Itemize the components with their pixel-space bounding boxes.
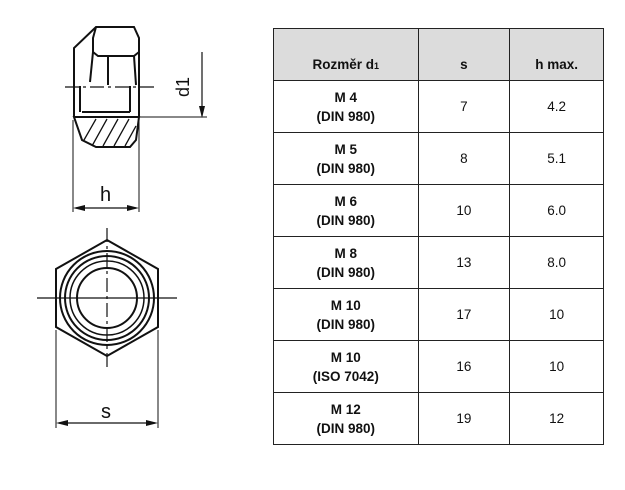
header-h-max: h max. [509, 28, 604, 81]
cell-s: 16 [417, 340, 511, 393]
size-label: M 8 [334, 245, 358, 261]
cell-size: M 10 (DIN 980) [273, 288, 419, 341]
cell-size: M 5 (DIN 980) [273, 132, 419, 185]
cell-h-max: 10 [509, 340, 604, 393]
cell-h-max: 4.2 [509, 80, 604, 133]
cell-s: 13 [417, 236, 511, 289]
h-dimension: h [72, 120, 140, 212]
table-row: M 12 (DIN 980) 19 12 [273, 392, 604, 445]
standard-label: (ISO 7042) [312, 368, 379, 384]
table-row: M 10 (DIN 980) 17 10 [273, 288, 604, 341]
table-row: M 6 (DIN 980) 10 6.0 [273, 184, 604, 237]
cell-h-max: 5.1 [509, 132, 604, 185]
header-size-subscript: 1 [374, 61, 380, 71]
cell-s: 17 [417, 288, 511, 341]
cell-s: 10 [417, 184, 511, 237]
size-label: M 10 [330, 297, 361, 313]
cell-size: M 12 (DIN 980) [273, 392, 419, 445]
standard-label: (DIN 980) [316, 316, 376, 332]
top-view [37, 228, 177, 368]
cell-size: M 8 (DIN 980) [273, 236, 419, 289]
table-row: M 5 (DIN 980) 8 5.1 [273, 132, 604, 185]
cell-size: M 4 (DIN 980) [273, 80, 419, 133]
standard-label: (DIN 980) [316, 108, 376, 124]
standard-label: (DIN 980) [316, 212, 376, 228]
d1-dimension: d1 [173, 52, 205, 118]
cell-size: M 6 (DIN 980) [273, 184, 419, 237]
nut-technical-drawing: d1 h s [37, 26, 207, 428]
label-h: h [100, 184, 111, 206]
standard-label: (DIN 980) [316, 420, 376, 436]
size-label: M 5 [334, 141, 358, 157]
size-label: M 12 [330, 401, 361, 417]
standard-label: (DIN 980) [316, 160, 376, 176]
cell-size: M 10 (ISO 7042) [273, 340, 419, 393]
s-dimension: s [55, 330, 159, 428]
cell-s: 19 [417, 392, 511, 445]
size-label: M 10 [330, 349, 361, 365]
table-row: M 10 (ISO 7042) 16 10 [273, 340, 604, 393]
side-view [65, 26, 207, 148]
cell-h-max: 8.0 [509, 236, 604, 289]
cell-h-max: 6.0 [509, 184, 604, 237]
header-size: Rozměr d1 [273, 28, 419, 81]
table-row: M 4 (DIN 980) 7 4.2 [273, 80, 604, 133]
size-label: M 6 [334, 193, 358, 209]
cell-h-max: 10 [509, 288, 604, 341]
cell-s: 7 [417, 80, 511, 133]
size-label: M 4 [334, 89, 358, 105]
header-size-label: Rozměr d [312, 57, 375, 72]
header-s: s [417, 28, 511, 81]
cell-s: 8 [417, 132, 511, 185]
cell-h-max: 12 [509, 392, 604, 445]
table-row: M 8 (DIN 980) 13 8.0 [273, 236, 604, 289]
standard-label: (DIN 980) [316, 264, 376, 280]
table-header-row: Rozměr d1 s h max. [273, 28, 604, 81]
label-d1: d1 [173, 77, 193, 97]
label-s: s [101, 401, 111, 423]
